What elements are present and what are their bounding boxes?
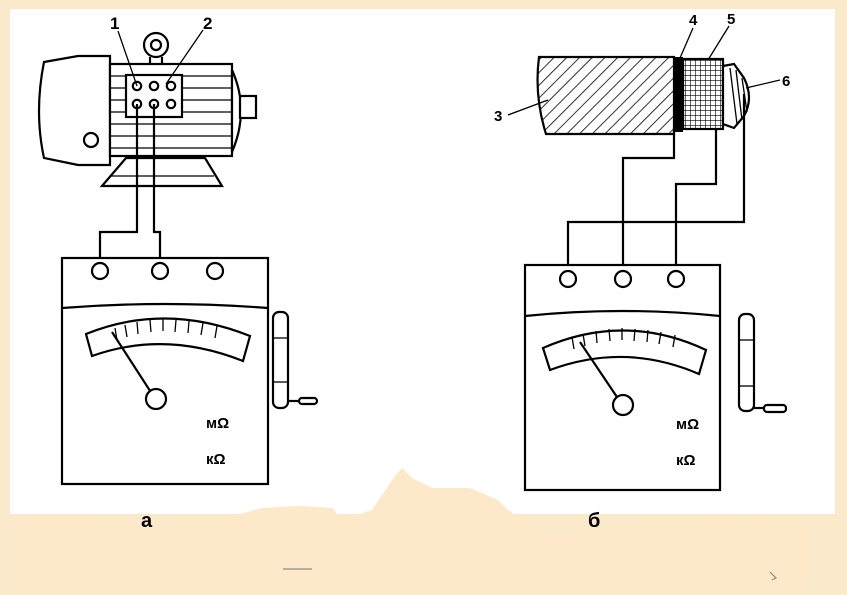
meter-a-crank-handle: [297, 396, 319, 406]
callout-1: 1: [110, 14, 119, 33]
motor-end-cap: [37, 54, 112, 167]
meter-a-pivot: [144, 387, 168, 411]
callout-3-leader: [507, 99, 549, 116]
meter-a-unit-upper: мΩ: [206, 415, 229, 432]
meter-a-terminal-3: [205, 261, 225, 281]
motor-shaft: [238, 94, 258, 120]
meter-b-pivot: [611, 393, 635, 417]
meter-b-unit-upper: мΩ: [676, 416, 699, 433]
callout-5-leader: [707, 25, 730, 61]
cable-core: [536, 55, 676, 136]
callout-4-leader: [679, 27, 694, 59]
motor: [37, 29, 258, 188]
overlay-banner: [14, 468, 808, 588]
cable-insulation: [674, 57, 683, 132]
callout-6: 6: [782, 73, 790, 90]
meter-a-terminal-1: [90, 261, 110, 281]
meter-a-scale: [84, 317, 252, 363]
motor-eye-bolt: [142, 31, 170, 59]
callout-6-leader: [745, 79, 781, 89]
meter-b-unit-lower: кΩ: [676, 452, 696, 469]
callout-2-leader: [165, 29, 204, 85]
meter-b-crank: [737, 312, 756, 413]
callout-5: 5: [727, 11, 735, 28]
callout-3: 3: [494, 108, 502, 125]
meter-a-window-edge: [61, 302, 269, 310]
megohmmeter-b: мΩ кΩ: [523, 263, 788, 492]
meter-b-terminal-1: [558, 269, 578, 289]
meter-a-pointer: [111, 331, 155, 398]
meter-a-crank: [271, 310, 290, 410]
meter-b-window-edge: [524, 309, 721, 318]
meter-b-terminal-2: [613, 269, 633, 289]
meter-a-terminal-2: [150, 261, 170, 281]
meter-b-crank-handle: [762, 403, 788, 414]
meter-b-terminal-3: [666, 269, 686, 289]
cable-screen-braid: [681, 57, 725, 131]
callout-2: 2: [203, 14, 212, 33]
meter-a-case: [60, 256, 270, 486]
panel-a-caption: а: [141, 510, 153, 532]
test-leads-a: [98, 104, 162, 262]
meter-b-pointer: [579, 341, 622, 404]
test-leads-b: [566, 94, 746, 270]
panel-b-caption: б: [588, 510, 600, 532]
banner-mark-right: [769, 571, 778, 581]
megohmmeter-a: мΩ кΩ: [60, 256, 319, 486]
cable-sample: [507, 25, 781, 136]
callout-1-leader: [117, 30, 138, 87]
meter-b-case: [523, 263, 722, 492]
callout-4: 4: [689, 12, 698, 29]
meter-a-unit-lower: кΩ: [206, 451, 226, 468]
motor-feet: [99, 156, 224, 188]
